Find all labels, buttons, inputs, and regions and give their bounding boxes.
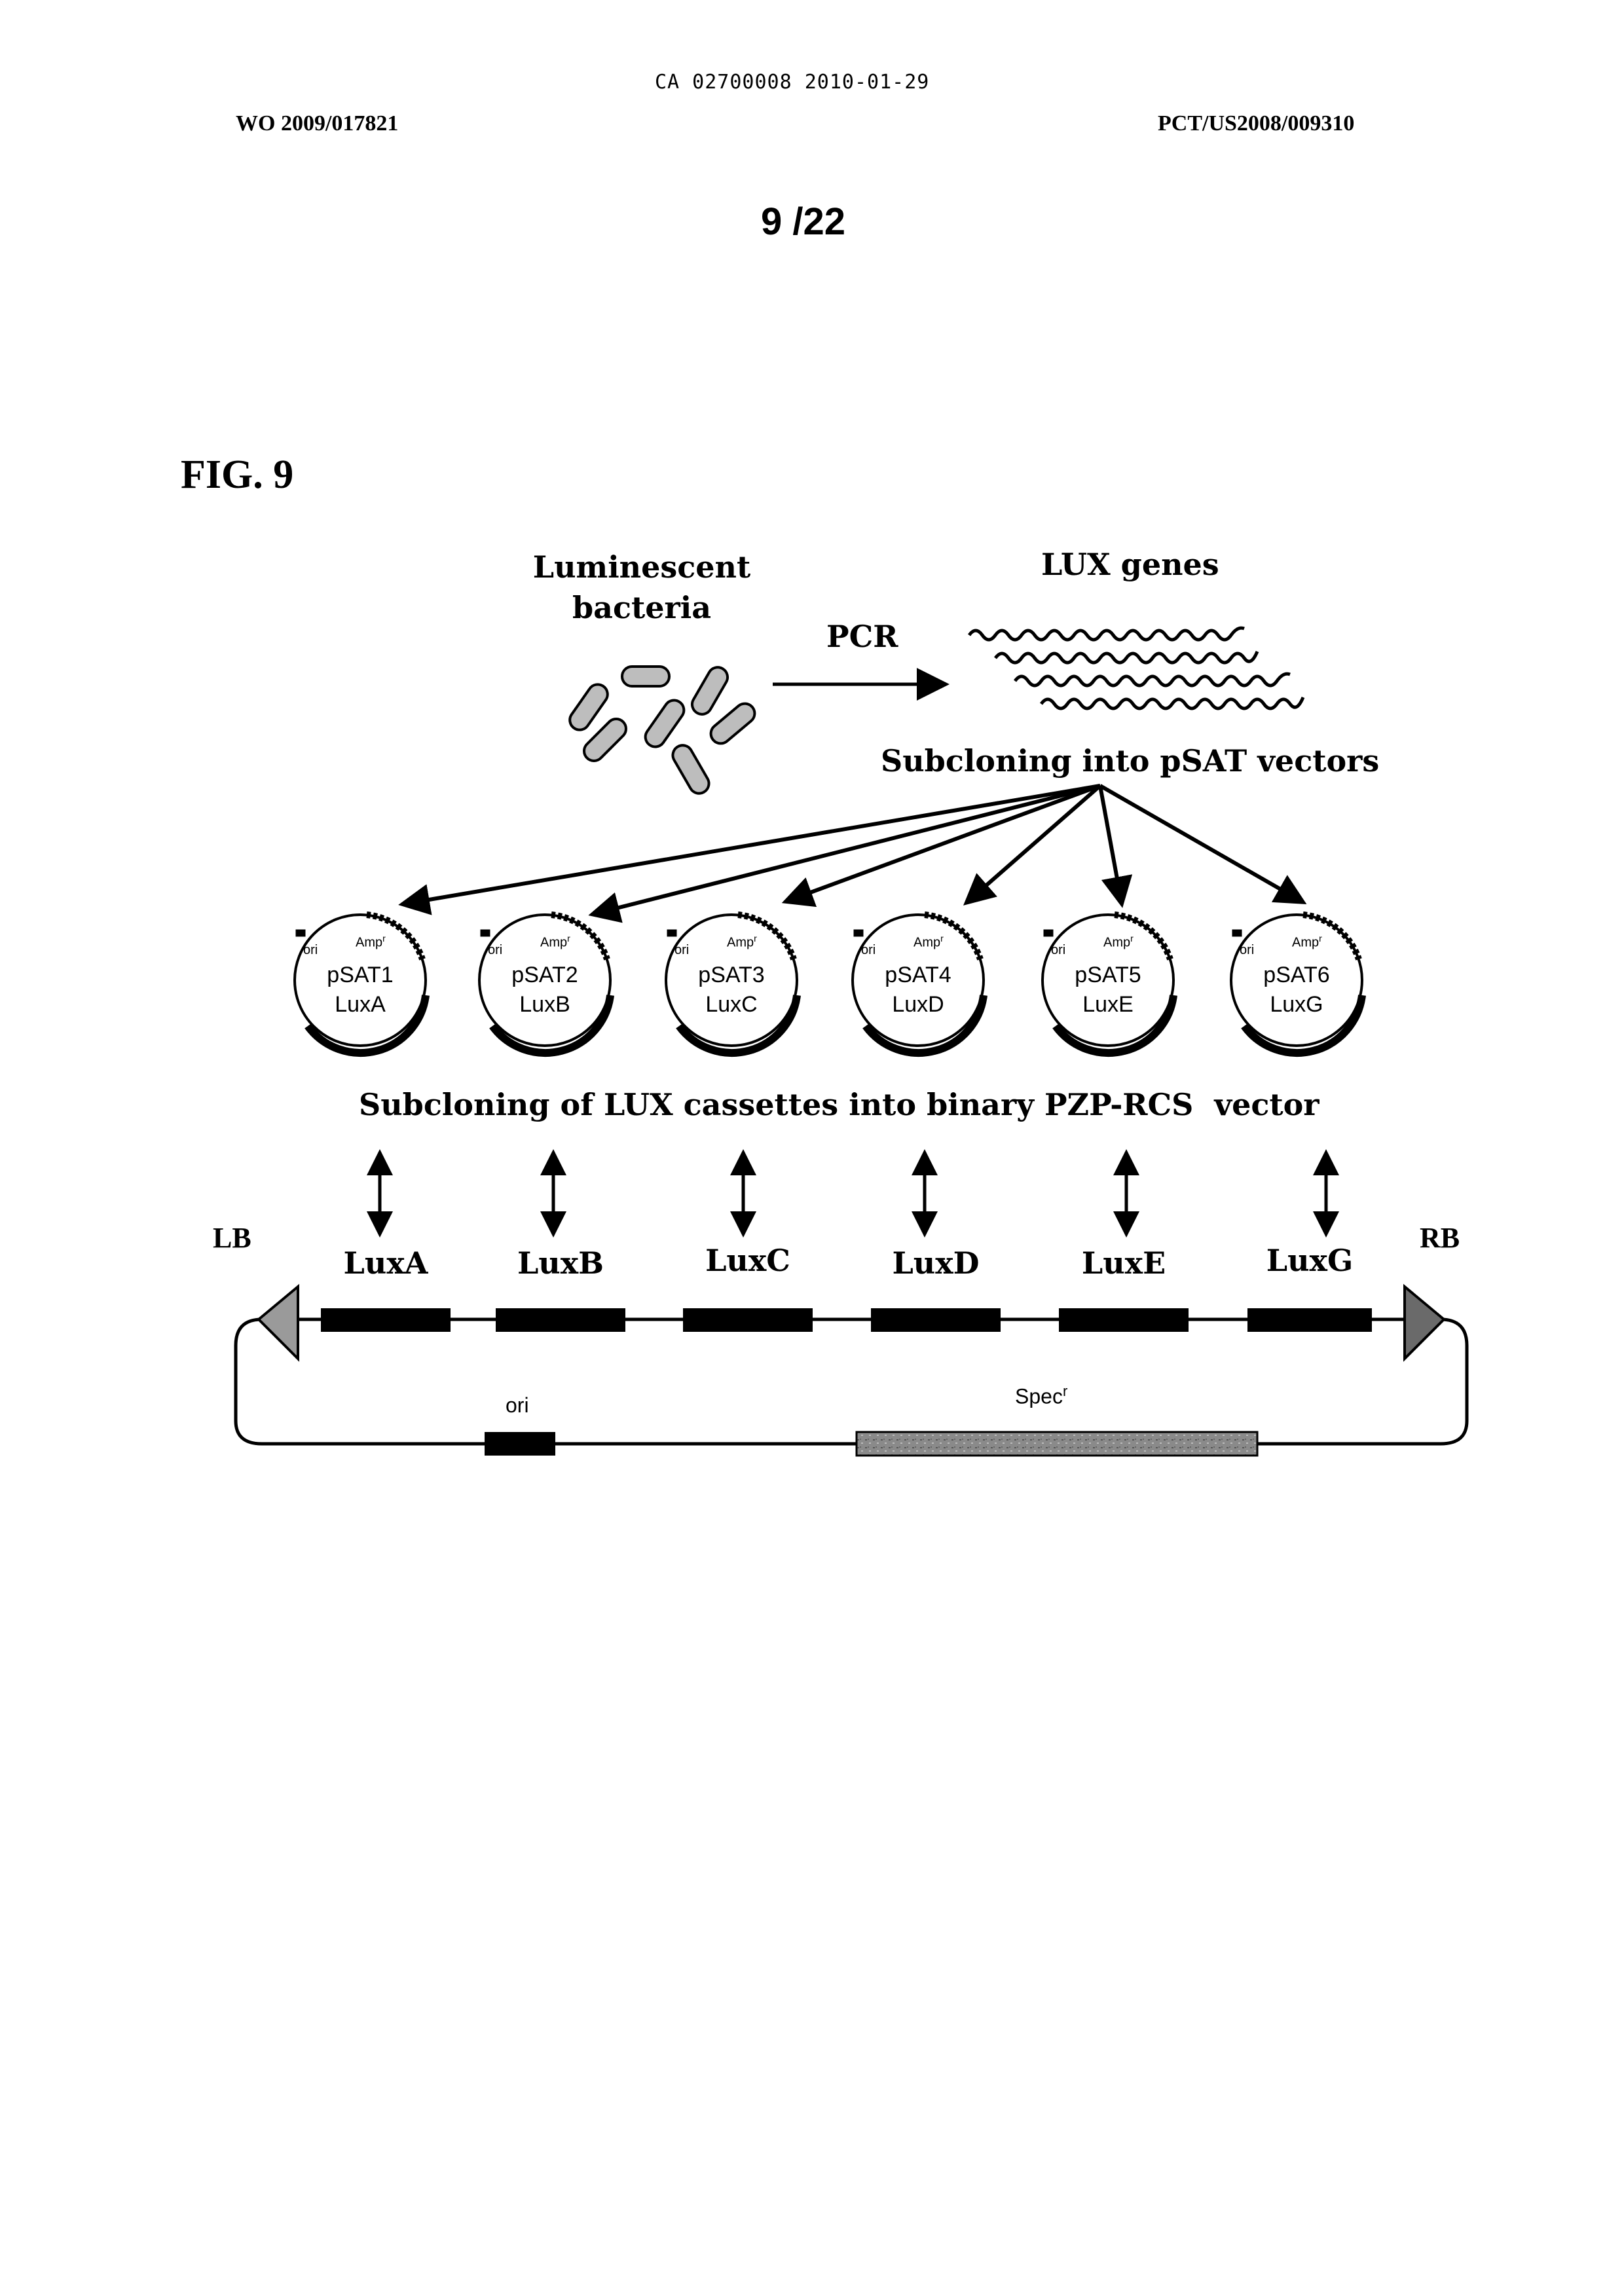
plasmid-1-name: pSAT1 [308, 963, 413, 988]
rb-label: RB [1420, 1221, 1460, 1255]
plasmid-6-amp-sup: r [1319, 933, 1322, 944]
plasmid-1-amp-text: Amp [356, 936, 382, 950]
gene-label-luxa: LuxA [314, 1245, 458, 1281]
plasmid-2-amp-sup: r [567, 933, 570, 944]
plasmid-4-name: pSAT4 [866, 963, 970, 988]
plasmid-6-gene: LuxG [1244, 992, 1349, 1018]
diverging-arrows [406, 786, 1300, 913]
plasmid-5-amp-sup: r [1130, 933, 1134, 944]
gene-label-luxg: LuxG [1238, 1243, 1382, 1278]
gene-block-luxd [871, 1308, 1001, 1332]
dna-strands-icon [969, 628, 1303, 708]
plasmid-2-name: pSAT2 [492, 963, 597, 988]
spec-label-sup: r [1063, 1383, 1067, 1399]
plasmid-6-ori: ori [1240, 943, 1254, 958]
plasmid-4-amp: Ampr [913, 933, 944, 951]
lb-border-icon [259, 1287, 298, 1359]
plasmid-5-ori: ori [1051, 943, 1065, 958]
plasmid-2-amp-text: Amp [540, 936, 567, 950]
spec-label-text: Spec [1015, 1385, 1063, 1408]
plasmid-4-ori: ori [861, 943, 876, 958]
gene-label-luxb: LuxB [489, 1245, 633, 1281]
plasmid-4-gene: LuxD [866, 992, 970, 1018]
plasmid-5-gene: LuxE [1056, 992, 1160, 1018]
gene-block-luxc [683, 1308, 813, 1332]
plasmid-3-name: pSAT3 [679, 963, 784, 988]
ori-block [485, 1432, 555, 1456]
lb-label: LB [213, 1221, 251, 1255]
gene-block-luxg [1247, 1308, 1372, 1332]
plasmid-6-name: pSAT6 [1244, 963, 1349, 988]
gene-block-luxb [496, 1308, 625, 1332]
plasmid-2-ori: ori [488, 943, 502, 958]
plasmid-1-amp-sup: r [382, 933, 386, 944]
gene-block-luxe [1059, 1308, 1189, 1332]
cassette-arrows [380, 1156, 1326, 1231]
plasmid-6-amp-text: Amp [1292, 936, 1319, 950]
plasmid-2-amp: Ampr [540, 933, 570, 951]
bacteria-icon [566, 664, 758, 797]
gene-label-luxe: LuxE [1052, 1245, 1196, 1281]
plasmid-5-amp: Ampr [1103, 933, 1134, 951]
binary-vector [236, 1287, 1467, 1456]
ori-label: ori [506, 1393, 529, 1418]
rb-border-icon [1405, 1287, 1444, 1359]
plasmid-3-amp-sup: r [754, 933, 757, 944]
spec-block [857, 1432, 1257, 1456]
plasmid-3-ori: ori [674, 943, 689, 958]
plasmid-6-amp: Ampr [1292, 933, 1322, 951]
plasmid-3-gene: LuxC [679, 992, 784, 1018]
gene-block-luxa [321, 1308, 451, 1332]
gene-label-luxd: LuxD [864, 1245, 1008, 1281]
plasmid-circles [295, 915, 1362, 1053]
plasmid-5-amp-text: Amp [1103, 936, 1130, 950]
plasmid-2-gene: LuxB [492, 992, 597, 1018]
plasmid-4-amp-sup: r [940, 933, 944, 944]
plasmid-1-gene: LuxA [308, 992, 413, 1018]
plasmid-1-amp: Ampr [356, 933, 386, 951]
plasmid-3-amp: Ampr [727, 933, 757, 951]
spec-label: Specr [1015, 1383, 1067, 1409]
plasmid-1-ori: ori [303, 943, 318, 958]
plasmid-3-amp-text: Amp [727, 936, 754, 950]
plasmid-5-name: pSAT5 [1056, 963, 1160, 988]
gene-label-luxc: LuxC [676, 1243, 820, 1278]
plasmid-4-amp-text: Amp [913, 936, 940, 950]
